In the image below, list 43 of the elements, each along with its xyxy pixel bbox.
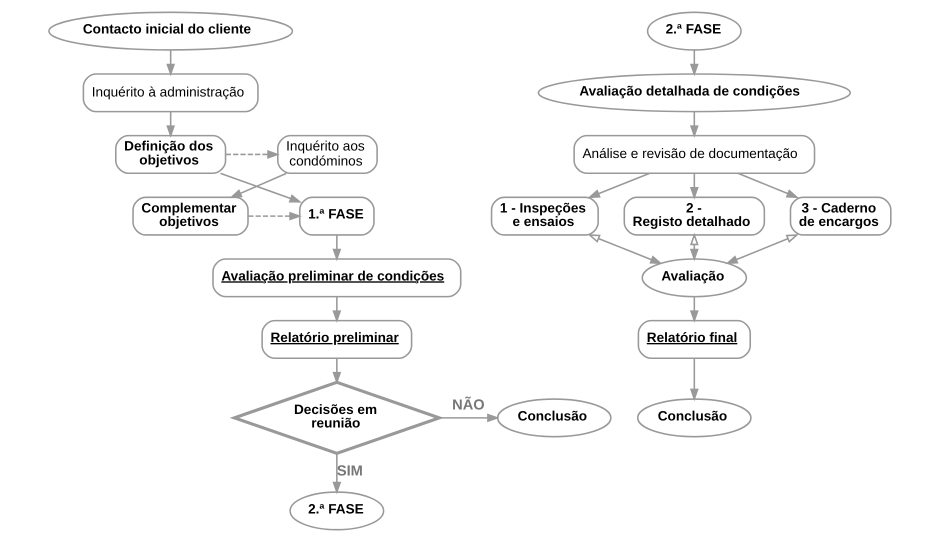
node-ellipse: Contacto inicial do cliente — [48, 12, 293, 51]
node-box: 1 - Inspeções e ensaios — [490, 196, 598, 236]
node-box: 1.ª FASE — [298, 196, 374, 236]
arrow — [332, 454, 341, 494]
arrow — [689, 50, 698, 76]
arrow — [228, 172, 286, 198]
arrow — [166, 50, 175, 76]
arrow — [737, 172, 798, 198]
node-ellipse: Conclusão — [636, 398, 752, 438]
arrow — [332, 235, 341, 262]
arrow — [225, 150, 280, 159]
arrow — [689, 296, 698, 323]
arrow — [689, 112, 698, 138]
arrow — [586, 172, 650, 198]
arrow — [689, 173, 698, 200]
edge-label: NÃO — [452, 398, 484, 414]
node-box: Análise e revisão de documentação — [572, 134, 815, 174]
arrow — [166, 112, 175, 138]
arrow — [220, 172, 302, 203]
node-box: Relatório final — [637, 320, 751, 360]
node-ellipse: Avaliação detalhada de condições — [537, 73, 850, 112]
node-box: Inquérito aos condóminos — [276, 134, 378, 174]
node-ellipse: Avaliação — [640, 258, 747, 298]
arrow — [439, 413, 500, 422]
node-box: 3 - Caderno de encargos — [789, 196, 892, 236]
arrow — [332, 358, 341, 384]
node-ellipse: 2.ª FASE — [288, 491, 384, 530]
node-box: 2 - Registo detalhado — [623, 196, 765, 236]
edge-label: SIM — [336, 464, 362, 480]
arrow — [586, 234, 662, 264]
node-ellipse: 2.ª FASE — [646, 12, 742, 51]
node-box: Definição dos objetivos — [114, 134, 226, 174]
node-ellipse: Conclusão — [496, 398, 612, 438]
arrow — [332, 296, 341, 323]
node-box: Relatório preliminar — [260, 320, 412, 360]
node-box: Complementar objetivos — [132, 196, 248, 236]
node-diamond: Decisões em reunião — [229, 380, 444, 456]
arrow — [724, 234, 798, 264]
node-box: Inquérito à administração — [82, 73, 258, 112]
node-box: Avaliação preliminar de condições — [212, 258, 461, 298]
arrow — [689, 232, 698, 262]
arrow — [248, 212, 302, 221]
arrow — [689, 358, 698, 402]
